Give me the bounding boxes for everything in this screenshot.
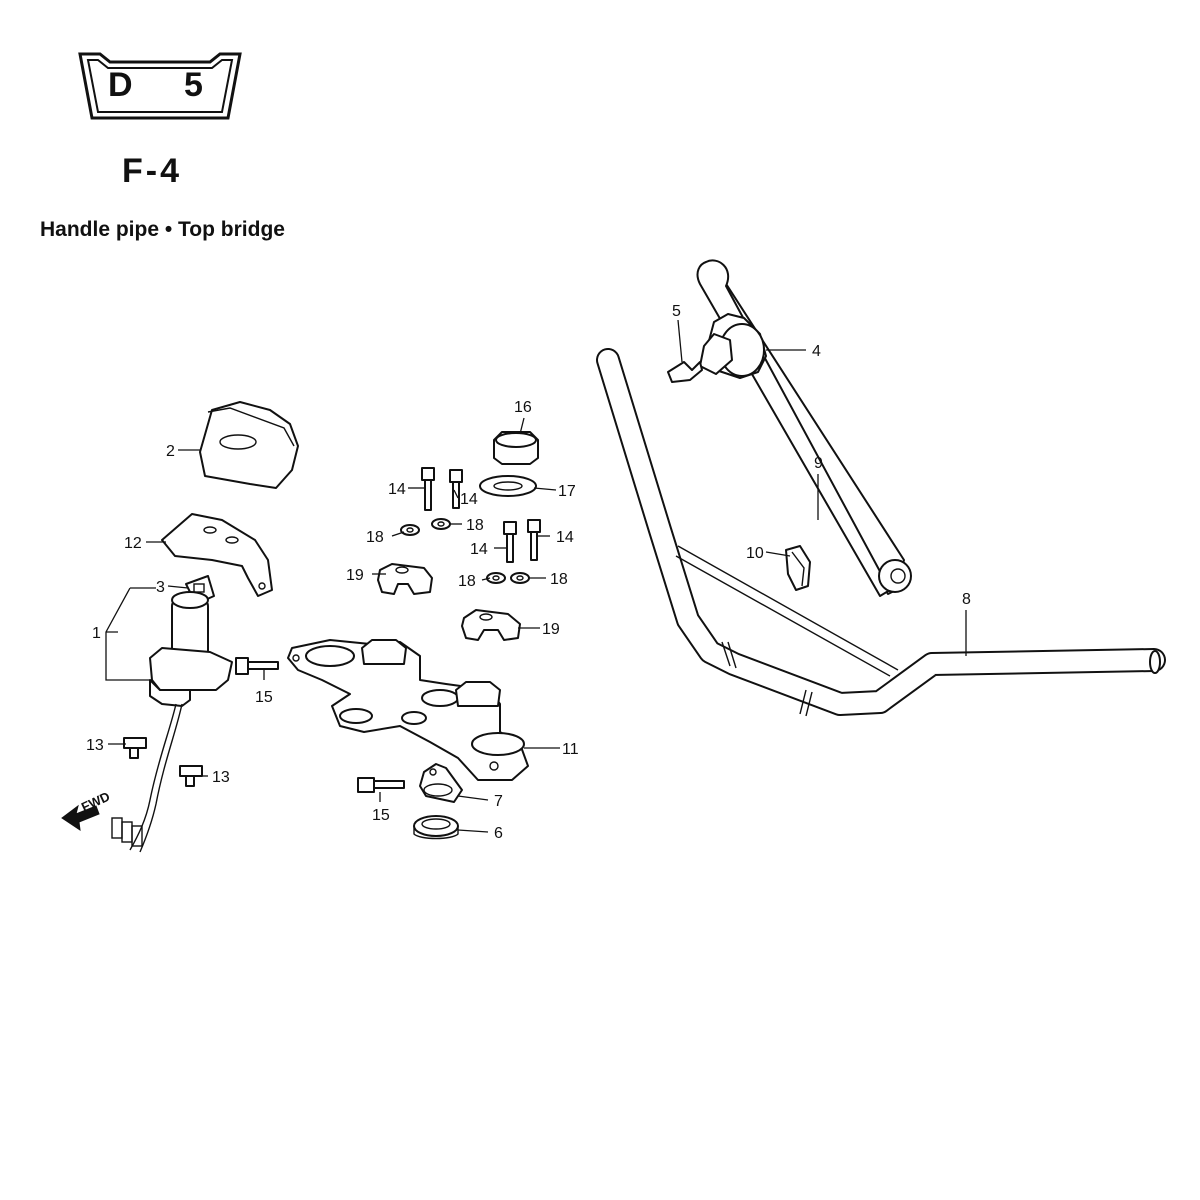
callout-13a: 13 [86,737,104,754]
part-handle-pipe [596,348,1166,717]
part-stem-bracket [419,763,463,803]
callout-15a: 15 [255,689,273,706]
callout-9: 9 [814,455,823,472]
callout-5: 5 [672,303,681,320]
part-bolt [357,777,405,793]
part-stem-nut [493,431,539,465]
callout-16: 16 [514,399,532,416]
callout-6: 6 [494,825,503,842]
part-screw [123,737,203,787]
callout-14d: 14 [556,529,574,546]
callout-15b: 15 [372,807,390,824]
page-title: Handle pipe • Top bridge [40,218,285,241]
part-spring-clip [667,361,703,383]
callout-17: 17 [558,483,576,500]
part-bolt-long [421,467,435,511]
callout-18a: 18 [366,529,384,546]
callout-labels: 1 2 3 4 5 6 7 8 9 10 11 12 13 13 14 14 1… [86,303,971,842]
callout-12: 12 [124,535,142,552]
badge-number: 5 [184,66,203,104]
part-handle-cover [199,401,299,489]
part-washer-small [400,518,530,584]
part-clip [785,545,811,591]
part-ring [413,815,459,840]
part-grip [696,259,912,597]
forward-direction-arrow: FWD [61,789,112,832]
callout-8: 8 [962,591,971,608]
section-code: F-4 [122,152,182,190]
callout-14b: 14 [460,491,478,508]
part-bracket [161,513,273,597]
callout-18d: 18 [550,571,568,588]
part-bolt-long [527,519,541,561]
callout-2: 2 [166,443,175,460]
part-handle-holder-upper [377,563,433,595]
badge-letter: D [108,66,133,104]
callout-19a: 19 [346,567,364,584]
callout-19b: 19 [542,621,560,638]
part-washer [479,475,537,497]
callout-4: 4 [812,343,821,360]
part-bolt-long [503,521,517,563]
callout-18c: 18 [458,573,476,590]
part-bar-end [699,313,767,379]
callout-11: 11 [562,741,579,758]
callout-7: 7 [494,793,503,810]
leader-lines [105,319,967,833]
part-handle-holder-lower [461,609,521,641]
callout-14c: 14 [470,541,488,558]
callout-14a: 14 [388,481,406,498]
callout-10: 10 [746,545,764,562]
part-bolt [235,657,279,675]
callout-13b: 13 [212,769,230,786]
callout-3: 3 [156,579,165,596]
part-top-bridge [287,639,529,781]
callout-1: 1 [92,625,101,642]
part-ignition-switch [111,591,233,853]
section-badge [78,52,242,120]
callout-18b: 18 [466,517,484,534]
